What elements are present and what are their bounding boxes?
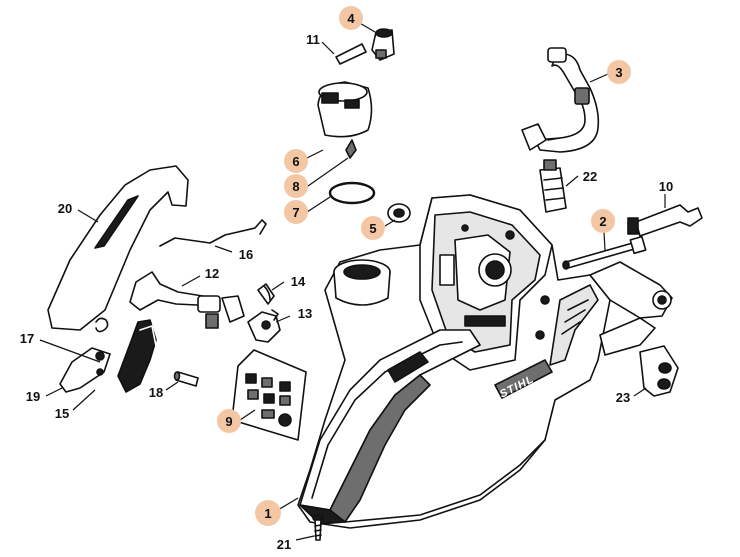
callout-6-label: 6	[292, 154, 299, 169]
part-pin-18	[173, 371, 199, 387]
part-label-9	[231, 349, 307, 441]
part-tank-module	[317, 81, 373, 159]
part-screw-21	[312, 514, 324, 541]
callout-leaders	[39, 21, 666, 541]
callout-8-label: 8	[292, 179, 299, 194]
callout-8-bubble	[284, 174, 308, 198]
part-hose	[521, 47, 600, 153]
part-clip-14	[257, 283, 275, 305]
part-elbow-fitting	[627, 204, 703, 237]
part-rod	[562, 235, 647, 270]
part-spring-17	[95, 317, 109, 333]
part-pin-11	[335, 43, 367, 65]
part-endcap-23	[639, 345, 679, 397]
part-trigger-15	[117, 319, 157, 393]
callout-2-bubble	[591, 209, 615, 233]
part-wire-16	[159, 219, 267, 247]
callout-21-label: 21	[277, 537, 291, 552]
part-filter	[539, 159, 567, 213]
callout-19-label: 19	[26, 389, 40, 404]
callout-5-label: 5	[369, 221, 376, 236]
part-housing	[297, 194, 673, 529]
part-cap	[371, 28, 395, 61]
callout-2-label: 2	[599, 214, 606, 229]
callout-11-label: 11	[306, 32, 320, 47]
callout-17-label: 17	[20, 331, 34, 346]
callout-23-label: 23	[616, 390, 630, 405]
callout-1-label: 1	[264, 506, 271, 521]
callout-18-label: 18	[149, 385, 163, 400]
callout-5-bubble	[361, 216, 385, 240]
callout-16-label: 16	[239, 247, 253, 262]
callout-labels: 1 2 3 4 5 6 7 8 9 10 11 12 13 14 15 16 1…	[20, 11, 673, 552]
callout-4-bubble	[339, 6, 363, 30]
part-linkage-12	[129, 271, 245, 329]
callout-10-label: 10	[659, 179, 673, 194]
callout-22-label: 22	[583, 169, 597, 184]
callout-13-label: 13	[298, 306, 312, 321]
part-interlock-19	[59, 347, 111, 393]
part-lever-13	[247, 309, 281, 343]
callout-4-label: 4	[347, 11, 355, 26]
callout-15-label: 15	[55, 406, 69, 421]
callout-12-label: 12	[205, 266, 219, 281]
callout-3-label: 3	[615, 65, 622, 80]
part-grip-20	[47, 165, 189, 331]
callout-7-bubble	[284, 200, 308, 224]
callout-9-label: 9	[225, 414, 232, 429]
part-grommet	[387, 203, 411, 223]
callout-6-bubble	[284, 149, 308, 173]
callout-7-label: 7	[292, 205, 299, 220]
callout-14-label: 14	[291, 274, 306, 289]
callout-9-bubble	[217, 409, 241, 433]
callout-bubbles	[217, 6, 631, 526]
callout-3-bubble	[607, 60, 631, 84]
part-o-ring	[328, 181, 376, 205]
callout-1-bubble	[255, 500, 281, 526]
callout-20-label: 20	[58, 201, 72, 216]
